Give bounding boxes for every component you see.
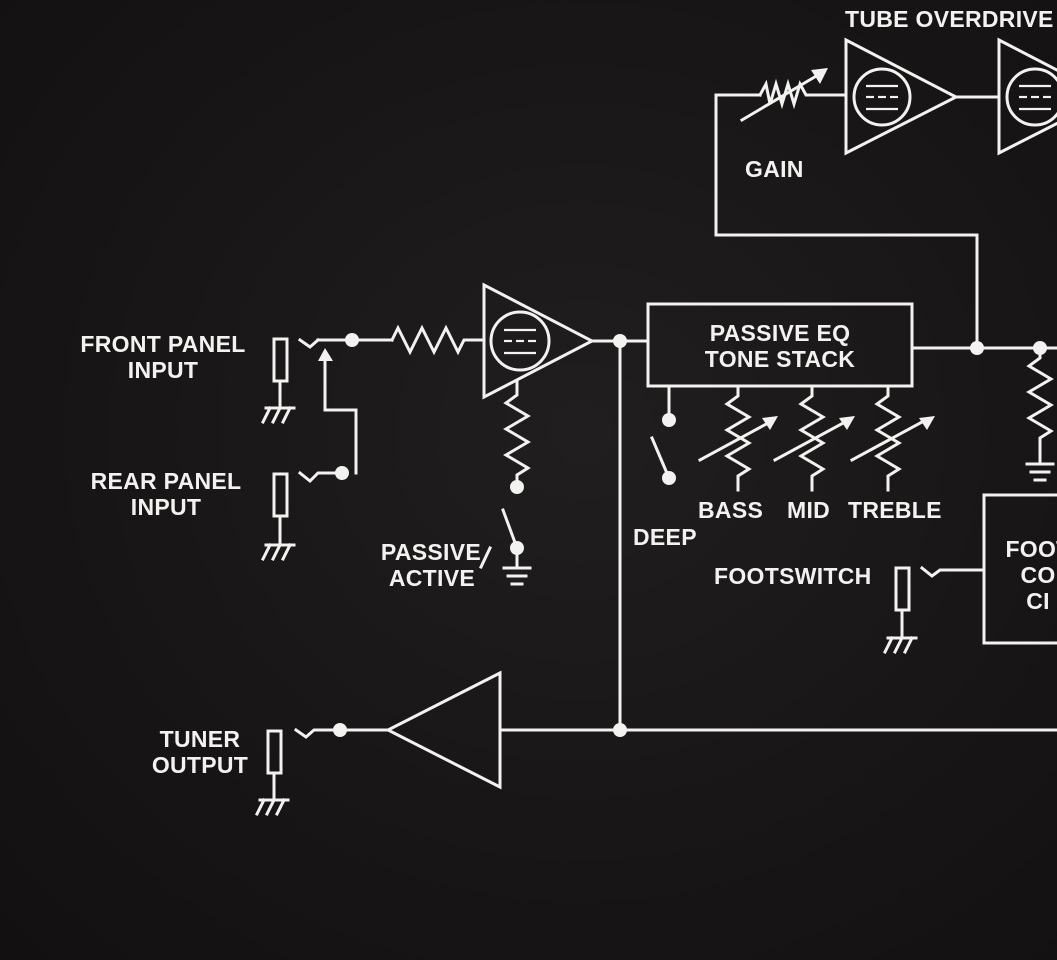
front-panel-input-jack <box>260 337 321 425</box>
passive-eq-line-2: TONE STACK <box>704 346 856 372</box>
mid-pot <box>772 384 855 492</box>
tuner-buffer-amp <box>384 670 502 790</box>
gain-pot <box>739 68 848 123</box>
passive-eq-line-1: PASSIVE EQ <box>709 320 851 346</box>
front-panel-input-label: FRONT PANEL INPUT <box>60 331 266 383</box>
foot-control-line-2: CO <box>1020 562 1056 588</box>
tuner-output-jack <box>254 727 320 817</box>
passive-active-label: PASSIVE ACTIVE <box>369 539 481 591</box>
bass-label: BASS <box>698 497 764 523</box>
tube-overdrive-label: TUBE OVERDRIVE <box>845 6 1054 32</box>
tuner-output-label: TUNER OUTPUT <box>140 726 260 778</box>
front-panel-input-line-2: INPUT <box>127 357 199 383</box>
input-switch-arrow <box>318 348 358 475</box>
tuner-output-line-2: OUTPUT <box>151 752 249 778</box>
treble-pot <box>849 384 935 492</box>
active-label: ACTIVE <box>388 565 475 591</box>
foot-control-line-1: FOOT <box>1005 536 1057 562</box>
output-resistor <box>1025 346 1055 482</box>
deep-switch <box>650 384 676 485</box>
overdrive-loop-wire <box>714 93 979 350</box>
overdrive-tube-2 <box>997 37 1057 156</box>
input-resistor <box>389 324 486 356</box>
overdrive-tube-1 <box>844 37 960 156</box>
cathode-resistor <box>503 380 531 489</box>
passive-eq-box <box>646 302 914 388</box>
passive-label: PASSIVE <box>380 539 481 565</box>
tuner-output-line-1: TUNER <box>159 726 241 752</box>
passive-eq-label: PASSIVE EQ TONE STACK <box>648 320 912 372</box>
front-panel-input-line-1: FRONT PANEL <box>80 331 246 357</box>
footswitch-control-label: FOOT CO CI <box>988 536 1057 614</box>
treble-label: TREBLE <box>848 497 942 523</box>
input-tube-amp <box>482 282 596 400</box>
gain-label: GAIN <box>745 156 804 182</box>
rear-panel-input-jack <box>260 466 349 562</box>
rear-panel-input-label: REAR PANEL INPUT <box>76 468 256 520</box>
rear-panel-input-line-2: INPUT <box>130 494 202 520</box>
footswitch-jack <box>882 565 986 655</box>
deep-label: DEEP <box>633 524 697 550</box>
bass-pot <box>697 384 778 492</box>
footswitch-label: FOOTSWITCH <box>714 563 872 589</box>
mid-label: MID <box>787 497 831 523</box>
passive-active-switch <box>479 508 532 586</box>
rear-panel-input-line-1: REAR PANEL <box>90 468 242 494</box>
foot-control-line-3: CI <box>1026 588 1050 614</box>
front-input-node <box>345 333 359 347</box>
